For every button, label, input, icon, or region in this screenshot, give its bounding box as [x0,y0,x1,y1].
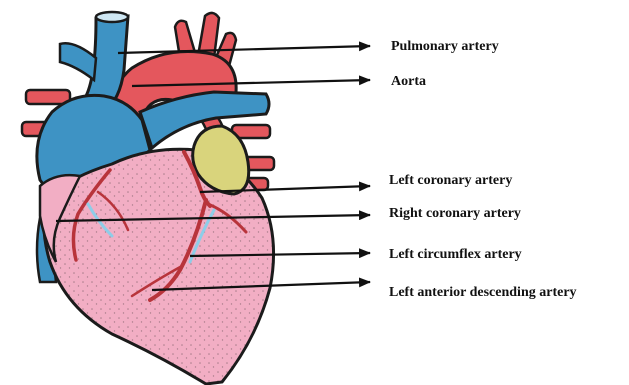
label-pulmonary-artery: Pulmonary artery [391,39,499,55]
label-left-coronary-artery: Left coronary artery [389,173,512,189]
label-left-circumflex-artery: Left circumflex artery [389,247,522,263]
label-left-anterior-descending-artery: Left anterior descending artery [389,285,577,301]
pulmonary-left-branch [60,43,96,80]
label-aorta: Aorta [391,74,426,90]
arrow-pulmonary-artery [118,46,370,53]
pulmonary-opening [96,12,128,22]
label-right-coronary-artery: Right coronary artery [389,206,521,222]
